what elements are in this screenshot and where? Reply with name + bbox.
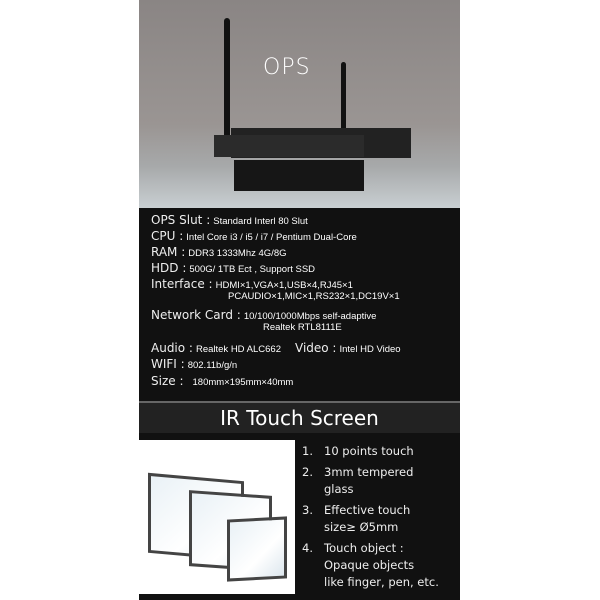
spec-size: Size :180mm×195mm×40mm [151,374,294,388]
spec-ops-slot: OPS Slut :Standard Interl 80 Slut [151,213,308,227]
touch-frame-small [227,516,287,582]
feature-item: 1.10 points touch [302,444,414,458]
ops-base [234,160,364,191]
touch-frames-image [139,440,295,594]
ops-title: OPS [263,55,311,80]
spec-wifi: WIFI :802.11b/g/n [151,357,238,371]
antenna-left [224,18,230,143]
spec-hdd: HDD :500G/ 1TB Ect , Support SSD [151,261,316,275]
spec-network-card: Network Card :10/100/1000Mbps self-adapt… [151,308,377,333]
ops-product-photo: OPS [139,0,460,208]
spec-ram: RAM :DDR3 1333Mhz 4G/8G [151,245,287,259]
ops-io-panel [214,135,364,157]
antenna-right [341,62,346,137]
spec-cpu: CPU :Intel Core i3 / i5 / i7 / Pentium D… [151,229,357,243]
ir-touch-screen-title: IR Touch Screen [139,403,460,433]
product-panel: OPS OPS Slut :Standard Interl 80 Slut CP… [139,0,460,600]
section-divider [139,401,460,403]
